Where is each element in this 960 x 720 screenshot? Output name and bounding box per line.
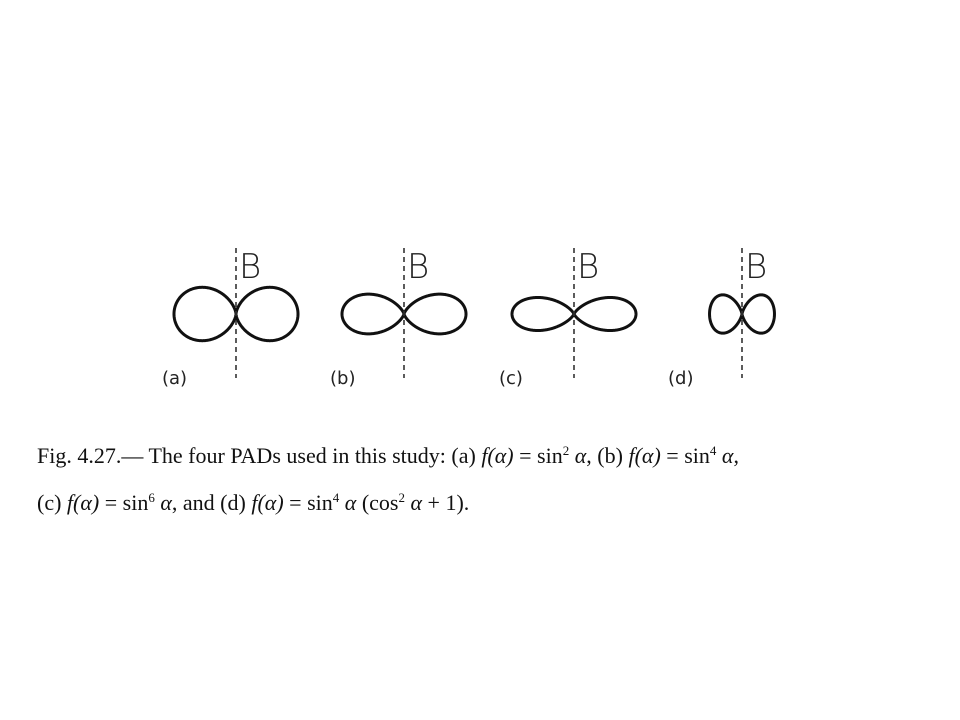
caption-alpha: α [574,443,587,468]
caption-sin: sin [684,443,710,468]
caption-alpha: α [344,490,357,515]
caption-equals: = [104,490,118,515]
panel-label-c: (c) [499,368,523,389]
panel-label-b: (b) [330,368,355,389]
figure-caption-line-1: Fig. 4.27.— The four PADs used in this s… [37,443,739,468]
caption-alpha: α [721,443,734,468]
caption-d-label: (d) [220,490,246,515]
caption-alpha: α [160,490,172,515]
caption-c-label: (c) [37,490,62,515]
caption-equals: = [289,490,302,515]
field-label-d: B [745,247,767,287]
caption-sin: sin [537,443,563,468]
caption-exp-c: 6 [148,490,155,505]
pad-figure: B (a) B (b) B (c) B (d) [162,247,776,389]
caption-f-alpha: f(α) [251,490,284,515]
caption-alpha: α [410,490,423,515]
caption-sin: sin [307,490,333,515]
panel-label-d: (d) [668,368,693,389]
figure-caption-line-2: (c) f(α) = sin6 α, and (d) f(α) = sin4 α… [37,490,470,515]
field-label-b: B [407,247,429,287]
field-label-c: B [577,247,599,287]
panel-c: B (c) [499,247,638,389]
caption-f-alpha: f(α) [481,443,514,468]
caption-and: and [182,490,215,515]
caption-cos: cos [369,490,399,515]
caption-equals: = [666,443,679,468]
caption-plus-one: + 1). [427,490,470,515]
caption-intro: The four PADs used in this study: [148,443,446,468]
caption-exp-a: 2 [562,443,570,458]
caption-f-alpha: f(α) [628,443,661,468]
caption-equals: = [519,443,532,468]
panel-b: B (b) [330,247,468,389]
panel-a: B (a) [162,247,300,389]
caption-b-label: (b) [597,443,623,468]
field-label-a: B [239,247,261,287]
caption-exp-b: 4 [709,443,717,458]
caption-fig-number: Fig. 4.27.— [37,443,144,468]
caption-exp-cos: 2 [398,490,405,505]
panel-d: B (d) [668,247,776,389]
caption-sin: sin [122,490,149,515]
caption-a-label: (a) [451,443,476,468]
caption-f-alpha: f(α) [66,490,100,515]
panel-label-a: (a) [162,368,187,389]
caption-exp-d: 4 [332,490,340,505]
